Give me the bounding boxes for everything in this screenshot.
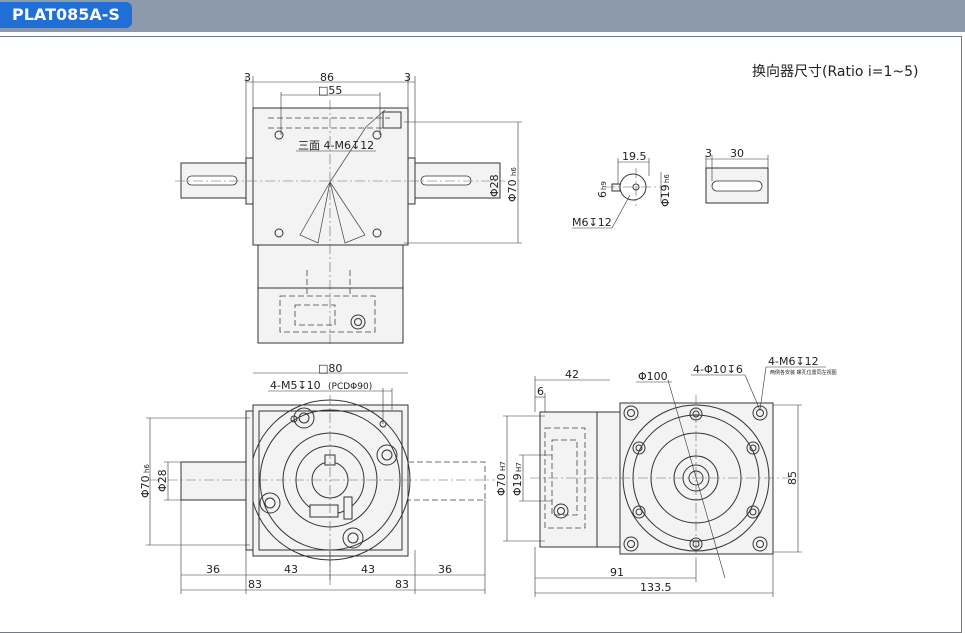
top-view-lower-body	[257, 244, 404, 344]
front-left-shaft	[180, 461, 247, 501]
dim-side-d70: Φ70	[495, 473, 508, 496]
dim-front-sq80: □80	[318, 362, 342, 375]
dim-front-43-right: 43	[361, 563, 375, 576]
dim-top-d70-tol: h6	[510, 167, 518, 176]
dim-front-pcd: (PCDΦ90)	[328, 382, 372, 392]
ratio-label: 换向器尺寸(Ratio i=1~5)	[752, 64, 919, 80]
dim-front-36-left: 36	[206, 563, 220, 576]
dim-side-d19: Φ19	[511, 473, 524, 496]
dim-key-6-tol: h9	[600, 181, 608, 190]
model-tag: PLAT085A-S	[0, 2, 132, 28]
dim-side-85: 85	[786, 471, 799, 485]
dim-key-m6: M6↧12	[572, 216, 612, 229]
title-bar	[0, 0, 965, 32]
dim-side-d70-tol: H7	[499, 461, 507, 471]
dim-side-m6-note: 两侧各安装 螺孔位置同左视图	[770, 369, 837, 376]
dim-front-d70-tol: h6	[143, 464, 151, 473]
top-view-housing	[252, 107, 409, 246]
dim-front-d28: Φ28	[156, 469, 169, 492]
top-view: 3 86 3 □55 三面 4-M6↧12 Φ28 Φ70 h6	[175, 71, 522, 345]
dim-key-3: 3	[705, 147, 712, 160]
dim-key-19-5: 19.5	[622, 150, 647, 163]
dim-front-m5: 4-M5↧10	[270, 379, 321, 392]
dim-side-m6: 4-M6↧12	[768, 355, 819, 368]
side-view-flange	[619, 402, 774, 555]
dim-top-3-left: 3	[244, 71, 251, 84]
dim-side-d100: Φ100	[638, 370, 668, 383]
dim-top-d70: Φ70	[506, 179, 519, 202]
front-view: □80 4-M5↧10 (PCDΦ90) Φ70 h6 Φ28 36 83 43…	[139, 362, 495, 594]
dim-key-d19: Φ19	[659, 184, 672, 207]
dim-side-d19-tol: H7	[515, 462, 523, 472]
dim-top-holes: 三面 4-M6↧12	[298, 139, 374, 152]
shaft-key-detail: 19.5 6 h9 Φ19 h6 M6↧12 3 30	[572, 147, 769, 229]
dim-top-86: 86	[320, 71, 334, 84]
dim-key-30: 30	[730, 147, 744, 160]
dim-side-42: 42	[565, 368, 579, 381]
dim-front-83-left: 83	[248, 578, 262, 591]
dim-front-83-right: 83	[395, 578, 409, 591]
dim-key-6: 6	[596, 191, 609, 198]
dim-top-sq55: □55	[318, 84, 342, 97]
dim-key-d19-tol: h6	[663, 174, 671, 183]
dim-top-3-right: 3	[404, 71, 411, 84]
dim-side-91: 91	[610, 566, 624, 579]
dim-side-133-5: 133.5	[640, 581, 672, 594]
front-view-housing	[252, 404, 409, 557]
side-view: 42 6 Φ100 4-Φ10↧6 4-M6↧12 两侧各安装 螺孔位置同左视图…	[495, 355, 837, 597]
dim-side-6: 6	[537, 385, 544, 398]
dim-top-d28: Φ28	[488, 174, 501, 197]
side-view-body	[539, 411, 598, 548]
dim-side-d10: 4-Φ10↧6	[693, 363, 743, 376]
dim-front-d70: Φ70	[139, 475, 152, 498]
dim-front-43-left: 43	[284, 563, 298, 576]
dim-front-36-right: 36	[438, 563, 452, 576]
